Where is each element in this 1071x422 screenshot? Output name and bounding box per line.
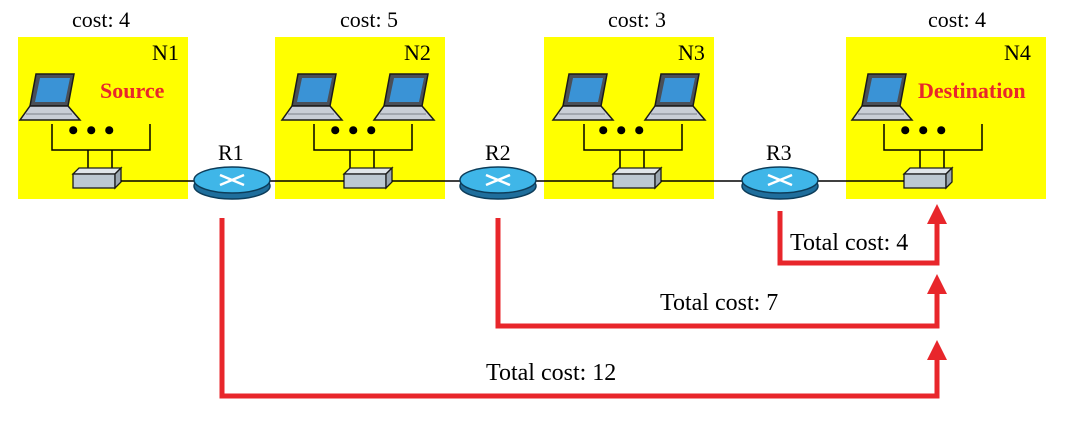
network-name: N3 <box>678 40 705 65</box>
path-r3-n4: Total cost: 4 <box>777 204 947 266</box>
network-n2: cost: 5 N2 • • • <box>275 7 445 199</box>
network-n3: cost: 3 N3 • • • <box>544 7 714 199</box>
router-icon <box>192 165 272 201</box>
cost-label: cost: 5 <box>340 7 398 32</box>
path-r2-n4: Total cost: 7 <box>495 218 947 329</box>
network-n1: cost: 4 N1 Source • • • <box>18 7 188 199</box>
switch-icon <box>72 167 122 189</box>
router-r3: R3 <box>740 140 820 201</box>
cost-label: cost: 4 <box>928 7 986 32</box>
router-r1: R1 <box>192 140 272 201</box>
ellipsis-icon: • • • <box>900 114 947 147</box>
ellipsis-icon: • • • <box>330 114 377 147</box>
router-r2: R2 <box>458 140 538 201</box>
path-line <box>219 218 940 399</box>
switch-icon <box>612 167 662 189</box>
router-name: R3 <box>766 140 792 165</box>
network-n4: cost: 4 N4 Destination • • • <box>846 7 1046 199</box>
router-icon <box>458 165 538 201</box>
lan-bus <box>51 124 151 151</box>
arrowhead-icon <box>927 204 947 224</box>
path-label: Total cost: 4 <box>790 230 908 256</box>
cost-label: cost: 4 <box>72 7 130 32</box>
path-label: Total cost: 12 <box>486 360 616 386</box>
lan-bus <box>583 124 683 151</box>
arrowhead-icon <box>927 274 947 294</box>
network-name: N1 <box>152 40 179 65</box>
path-r1-n4: Total cost: 12 <box>219 218 947 399</box>
source-label: Source <box>100 78 165 103</box>
lan-bus <box>313 124 413 151</box>
destination-label: Destination <box>918 78 1026 103</box>
router-name: R1 <box>218 140 244 165</box>
path-label: Total cost: 7 <box>660 290 778 316</box>
switch-icon <box>903 167 953 189</box>
cost-label: cost: 3 <box>608 7 666 32</box>
lan-bus <box>883 124 983 151</box>
path-line <box>777 211 940 266</box>
router-icon <box>740 165 820 201</box>
ellipsis-icon: • • • <box>598 114 645 147</box>
network-name: N4 <box>1004 40 1031 65</box>
ellipsis-icon: • • • <box>68 114 115 147</box>
arrowhead-icon <box>927 340 947 360</box>
switch-icon <box>343 167 393 189</box>
router-name: R2 <box>485 140 511 165</box>
path-line <box>495 218 940 329</box>
network-name: N2 <box>404 40 431 65</box>
